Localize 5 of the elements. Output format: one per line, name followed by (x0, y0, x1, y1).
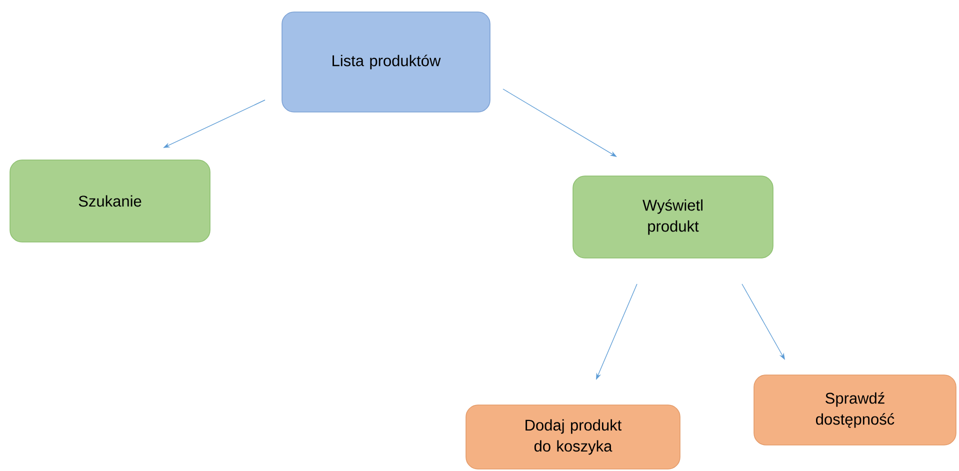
process-box: Wyświetl produkt (572, 176, 774, 258)
process-box: Lista produktów (282, 12, 490, 112)
process-box: Sprawdź dostępność (754, 374, 956, 446)
process-box: Szukanie (10, 160, 210, 242)
process-box: Dodaj produkt do koszyka (466, 404, 680, 470)
